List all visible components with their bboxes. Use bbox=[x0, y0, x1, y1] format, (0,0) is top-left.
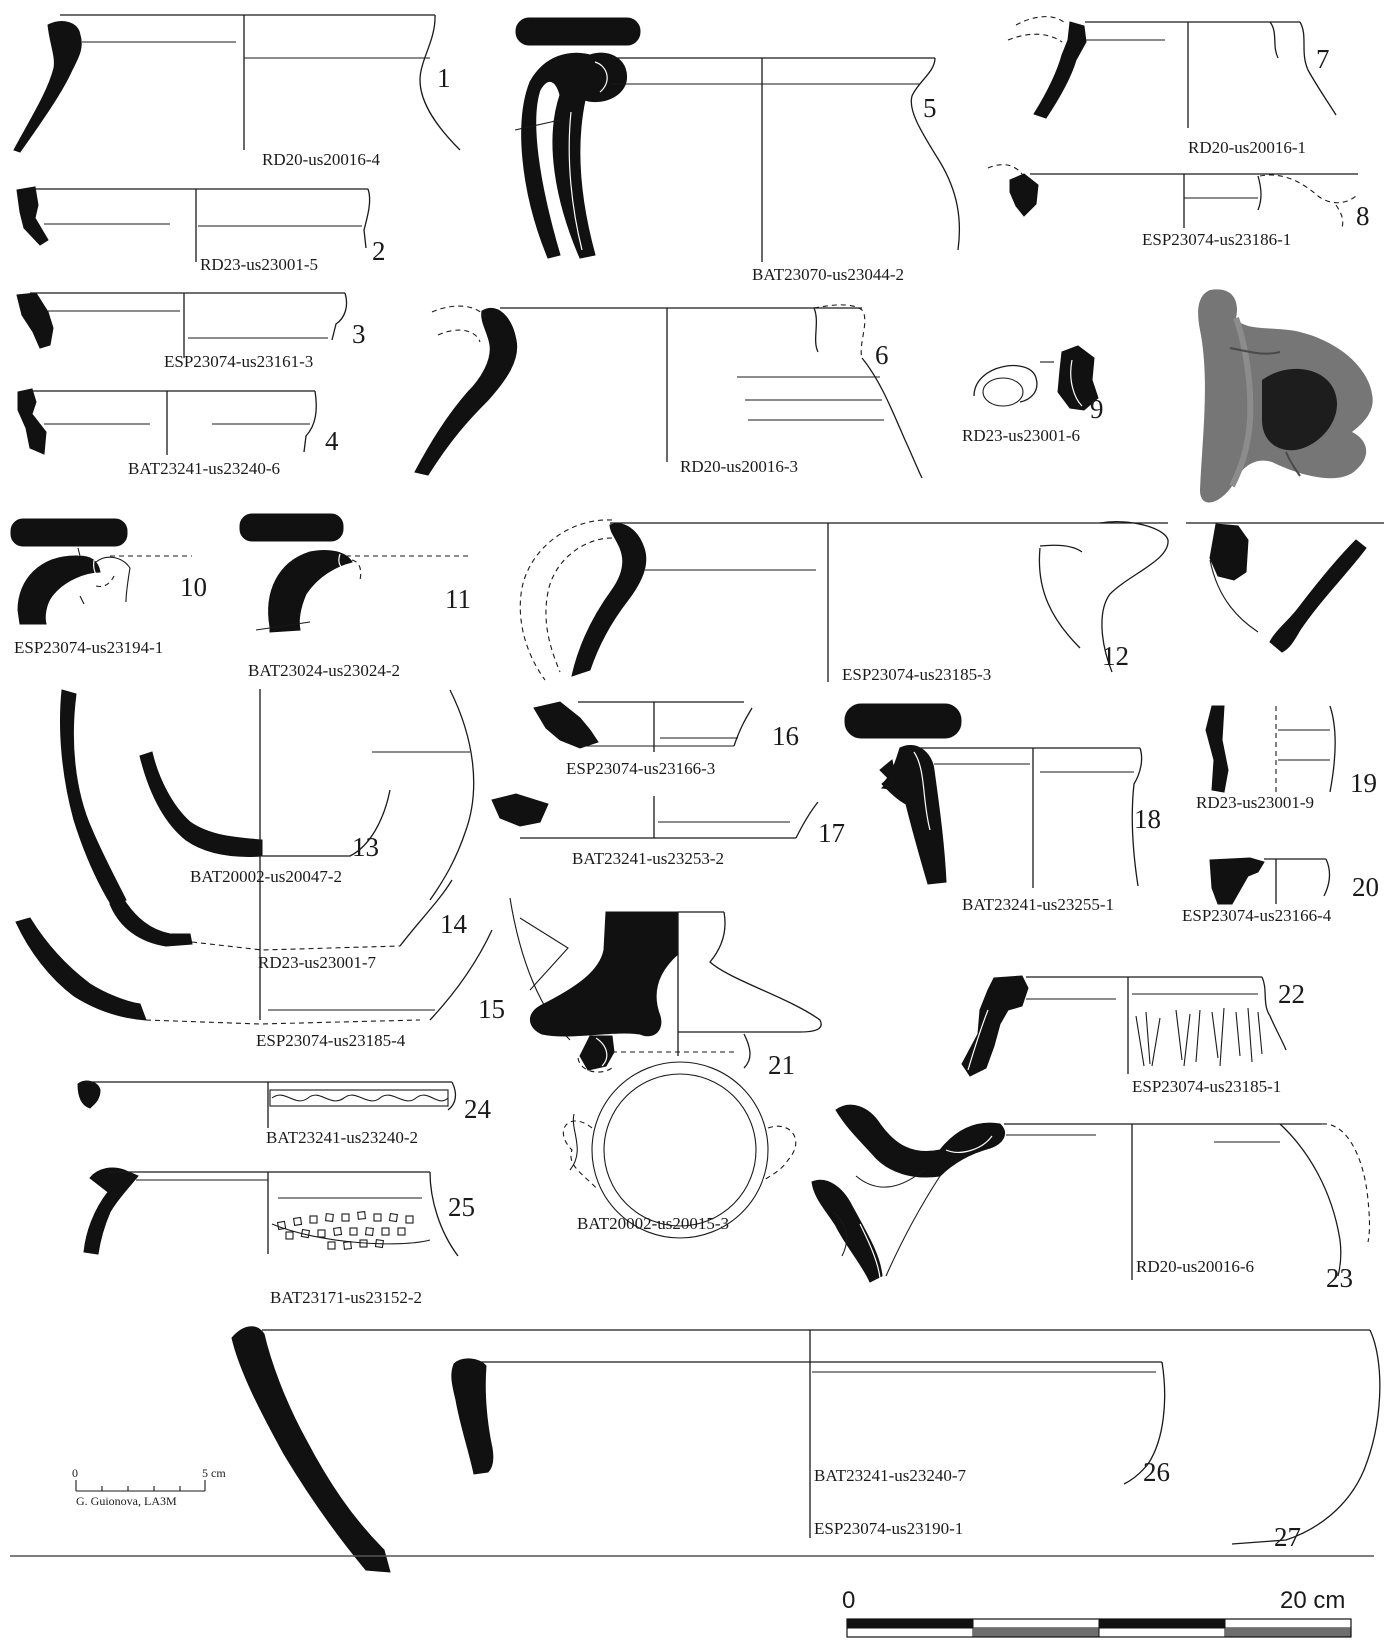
sherd-label: BAT23241-us23240-2 bbox=[266, 1128, 418, 1147]
sherd-label: BAT23241-us23253-2 bbox=[572, 849, 724, 868]
sherd-label: BAT23070-us23044-2 bbox=[752, 265, 904, 284]
sherd-22 bbox=[961, 975, 1287, 1077]
sherd-6 bbox=[414, 304, 923, 479]
sherd-5 bbox=[514, 17, 961, 262]
sherd-label: RD20-us20016-3 bbox=[680, 457, 798, 476]
sherd-label: RD20-us20016-1 bbox=[1188, 138, 1306, 157]
sherd-27 bbox=[231, 1326, 1381, 1573]
sherd-24 bbox=[77, 1080, 457, 1128]
sherd-number: 7 bbox=[1316, 44, 1330, 74]
sherd-number: 3 bbox=[352, 319, 366, 349]
sherd-21 bbox=[509, 897, 822, 1073]
sherd-label: BAT23241-us23240-6 bbox=[128, 459, 280, 478]
sherd-18 bbox=[844, 703, 1143, 888]
sherd-number: 26 bbox=[1143, 1457, 1170, 1487]
small-scale-bar bbox=[75, 1480, 206, 1492]
sherd-number: 16 bbox=[772, 721, 799, 751]
sherd-label: ESP23074-us23185-4 bbox=[256, 1031, 406, 1050]
sherd-1 bbox=[13, 14, 461, 153]
sherd-label: BAT23024-us23024-2 bbox=[248, 661, 400, 680]
sherd-number: 14 bbox=[440, 909, 468, 939]
sherd-number: 5 bbox=[923, 93, 937, 123]
sherd-number: 22 bbox=[1278, 979, 1305, 1009]
sherd-number: 25 bbox=[448, 1192, 475, 1222]
sherd-number: 24 bbox=[464, 1094, 492, 1124]
sherd-label: BAT20002-us20015-3 bbox=[577, 1214, 729, 1233]
sherd-label: ESP23074-us23190-1 bbox=[814, 1519, 963, 1538]
sherd-label: ESP23074-us23166-4 bbox=[1182, 906, 1332, 925]
big-scale-end: 20 cm bbox=[1280, 1587, 1345, 1614]
sherd-label: RD20-us20016-6 bbox=[1136, 1257, 1254, 1276]
sherd-4 bbox=[17, 388, 317, 455]
sherd-number: 6 bbox=[875, 340, 889, 370]
sherd-3 bbox=[16, 292, 348, 358]
small-scale-zero: 0 bbox=[72, 1466, 78, 1480]
sherd-11 bbox=[239, 513, 470, 633]
sherd-label: RD23-us23001-5 bbox=[200, 255, 318, 274]
sherd-8 bbox=[987, 164, 1358, 229]
big-scale-bar bbox=[846, 1618, 1352, 1638]
sherd-17 bbox=[491, 793, 819, 839]
sherd-label: ESP23074-us23185-1 bbox=[1132, 1077, 1281, 1096]
sherd-label: ESP23074-us23186-1 bbox=[1142, 230, 1291, 249]
sherd-number: 10 bbox=[180, 572, 207, 602]
sherd-number: 11 bbox=[445, 584, 471, 614]
sherd-number: 23 bbox=[1326, 1263, 1353, 1293]
sherd-label: BAT23241-us23255-1 bbox=[962, 895, 1114, 914]
sherd-7 bbox=[1007, 16, 1337, 128]
sherd-number: 8 bbox=[1356, 201, 1370, 231]
sherd-number: 9 bbox=[1090, 394, 1104, 424]
sherd-20 bbox=[1209, 857, 1331, 905]
sherd-number: 21 bbox=[768, 1050, 795, 1080]
sherd-25 bbox=[83, 1167, 459, 1257]
small-scale-end: 5 cm bbox=[202, 1466, 226, 1480]
sherd-label: ESP23074-us23166-3 bbox=[566, 759, 715, 778]
sherd-23 bbox=[811, 1104, 1371, 1283]
sherd-number: 17 bbox=[818, 818, 845, 848]
sherd-number: 4 bbox=[325, 426, 339, 456]
sherd-number: 19 bbox=[1350, 768, 1377, 798]
sherd-number: 27 bbox=[1274, 1522, 1301, 1552]
sherd-number: 12 bbox=[1102, 641, 1129, 671]
sherd-14 bbox=[109, 879, 453, 951]
sherd-label: RD23-us23001-7 bbox=[258, 953, 377, 972]
sherd-number: 18 bbox=[1134, 804, 1161, 834]
credit-text: G. Guionova, LA3M bbox=[76, 1494, 177, 1508]
sherd-16 bbox=[533, 701, 753, 752]
sherd-12-far-right bbox=[1186, 522, 1384, 653]
sherd-label: RD23-us23001-6 bbox=[962, 426, 1080, 445]
sherd-label: ESP23074-us23161-3 bbox=[164, 352, 313, 371]
sherd-21-plan bbox=[562, 1061, 797, 1239]
sherd-label: RD23-us23001-9 bbox=[1196, 793, 1314, 812]
sherd-label: ESP23074-us23194-1 bbox=[14, 638, 163, 657]
sherd-label: RD20-us20016-4 bbox=[262, 150, 381, 169]
sherd-number: 15 bbox=[478, 994, 505, 1024]
sherd-15 bbox=[15, 917, 493, 1025]
sherd-number: 2 bbox=[372, 236, 386, 266]
sherd-13 bbox=[60, 689, 475, 1020]
sherd-number: 20 bbox=[1352, 872, 1379, 902]
sherd-label: BAT23171-us23152-2 bbox=[270, 1288, 422, 1307]
big-scale-zero: 0 bbox=[842, 1587, 855, 1614]
sherd-label: ESP23074-us23185-3 bbox=[842, 665, 991, 684]
sherd-label: BAT23241-us23240-7 bbox=[814, 1466, 967, 1485]
sherd-9 bbox=[973, 345, 1099, 411]
sherd-2 bbox=[16, 186, 371, 262]
sherd-label: BAT20002-us20047-2 bbox=[190, 867, 342, 886]
sherd-number: 1 bbox=[437, 63, 451, 93]
sherd-26 bbox=[451, 1358, 1166, 1485]
sherd-photo bbox=[1198, 289, 1373, 503]
sherd-19 bbox=[1205, 705, 1336, 796]
sherd-number: 13 bbox=[352, 832, 379, 862]
sherd-12 bbox=[519, 519, 1169, 682]
sherd-10 bbox=[10, 518, 192, 625]
